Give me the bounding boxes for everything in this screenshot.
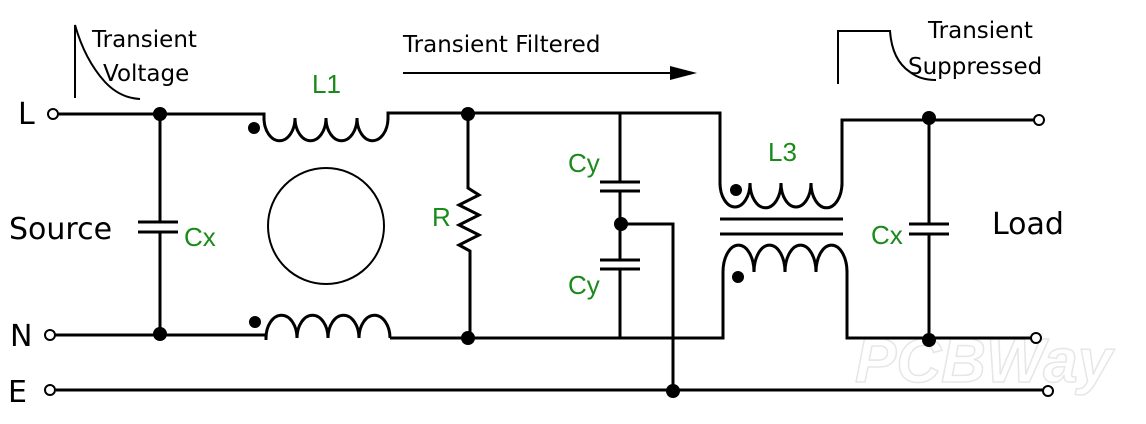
terminal-neutral-out [1030,332,1042,344]
l3-common-mode-choke [718,118,1035,340]
terminal-neutral-in [44,329,56,341]
label-l1: L1 [312,69,341,99]
label-neutral: N [10,319,32,354]
label-l3: L3 [768,137,797,167]
label-cx-right: Cx [871,220,903,250]
terminal-line-out [1033,114,1045,126]
terminal-earth-out [1042,385,1054,397]
label-transient-voltage-2: Voltage [103,61,189,87]
label-earth: E [8,375,27,410]
terminal-line-in [47,108,59,120]
label-load: Load [992,207,1064,242]
filtered-arrow [403,66,697,80]
toroid-core [267,167,385,285]
neutral-wire [55,272,725,340]
label-transient-filtered: Transient Filtered [402,32,600,58]
label-r: R [432,202,451,232]
transient-suppressed-waveform [837,30,937,84]
transient-voltage-waveform [74,24,141,100]
cx-right-capacitor [909,118,949,340]
junction-dots [153,107,936,398]
polarity-dot [249,316,261,328]
line-wire [58,111,722,185]
label-transient-voltage-1: Transient [91,27,197,53]
resistor [455,114,483,338]
label-cx-left: Cx [184,222,216,252]
cy-capacitors [600,113,675,390]
terminal-earth-in [44,384,56,396]
label-transient-suppressed-1: Transient [927,18,1033,44]
polarity-dot [248,122,260,134]
label-line: L [18,97,35,132]
label-cy-bottom: Cy [568,270,600,300]
cx-left-capacitor [138,114,178,334]
label-transient-suppressed-2: Suppressed [908,54,1042,80]
label-cy-top: Cy [568,148,600,178]
label-source: Source [9,212,112,247]
